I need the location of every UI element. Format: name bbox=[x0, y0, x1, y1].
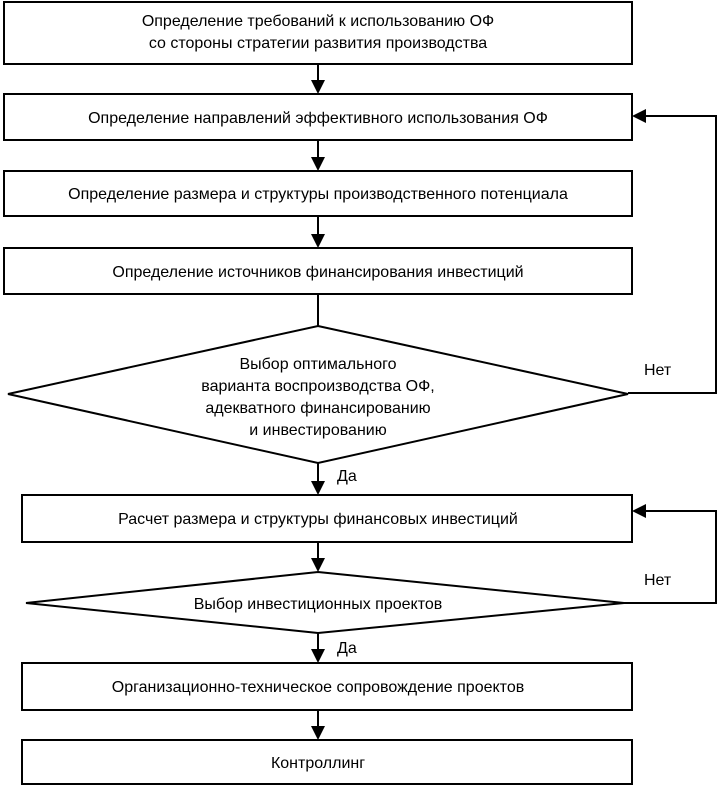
decision-text-1-line-3: адекватного финансированию bbox=[205, 400, 430, 417]
step-text-9: Контроллинг bbox=[271, 755, 365, 772]
decision1-yes-label: Да bbox=[337, 468, 357, 485]
decision-text-2: Выбор инвестиционных проектов bbox=[194, 596, 443, 613]
step-box-2 bbox=[3, 93, 633, 141]
arrowhead-6-decision2 bbox=[311, 558, 325, 572]
step-box-4 bbox=[3, 247, 633, 295]
arrowhead-3-4 bbox=[311, 234, 325, 248]
step-box-1 bbox=[3, 1, 633, 65]
step-text-6: Расчет размера и структуры финансовых ин… bbox=[118, 511, 518, 528]
loop-decision1-no bbox=[628, 115, 717, 394]
decision-diamond-1 bbox=[7, 324, 629, 465]
arrowhead-1-2 bbox=[311, 80, 325, 94]
step-text-8: Организационно-техническое сопровождение… bbox=[112, 679, 524, 696]
decision-text-1-line-4: и инвестированию bbox=[249, 422, 386, 439]
arrowhead-decision1-yes bbox=[311, 481, 325, 495]
arrowhead-loop2 bbox=[632, 504, 646, 518]
step-text-1-line-2: со стороны стратегии развития производст… bbox=[149, 35, 487, 52]
decision-diamond-2 bbox=[25, 570, 625, 635]
step-box-3 bbox=[3, 170, 633, 217]
step-text-2: Определение направлений эффективного исп… bbox=[88, 110, 548, 127]
decision-text-1-line-2: варианта воспроизводства ОФ, bbox=[201, 378, 434, 395]
arrowhead-loop1 bbox=[632, 109, 646, 123]
step-box-9 bbox=[21, 739, 633, 785]
step-text-4: Определение источников финансирования ин… bbox=[112, 264, 523, 281]
arrowhead-2-3 bbox=[311, 157, 325, 171]
arrowhead-decision2-yes bbox=[311, 649, 325, 663]
decision2-yes-label: Да bbox=[337, 640, 357, 657]
arrowhead-8-9 bbox=[311, 726, 325, 740]
decision1-no-label: Нет bbox=[644, 362, 672, 379]
step-box-8 bbox=[21, 662, 633, 711]
decision-text-1-line-1: Выбор оптимального bbox=[239, 356, 396, 373]
step-text-3: Определение размера и структуры производ… bbox=[68, 186, 568, 203]
step-box-6 bbox=[21, 494, 633, 543]
step-text-1-line-1: Определение требований к использованию О… bbox=[142, 13, 494, 30]
decision2-no-label: Нет bbox=[644, 572, 672, 589]
loop-decision2-no bbox=[624, 510, 717, 604]
